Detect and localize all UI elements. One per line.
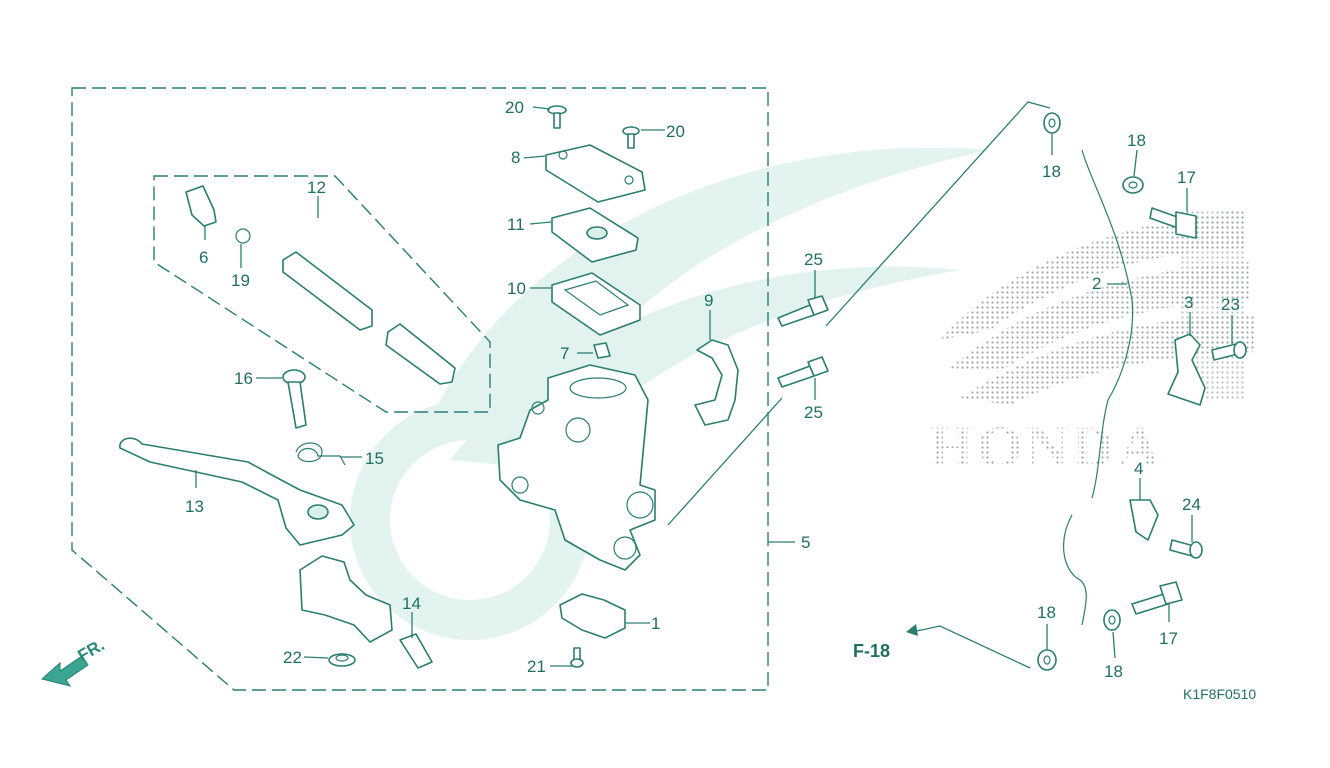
bolt-25-upper — [777, 295, 829, 327]
lever-spring — [295, 442, 346, 466]
callout-14: 14 — [402, 594, 421, 613]
callout-15: 15 — [365, 449, 384, 468]
callout-1: 1 — [651, 614, 660, 633]
callout-17-lower: 17 — [1159, 629, 1178, 648]
bolt-23 — [1211, 341, 1247, 361]
reservoir-cap — [545, 144, 646, 203]
callout-9: 9 — [704, 291, 713, 310]
callout-18-lower-right: 18 — [1104, 662, 1123, 681]
front-stop-switch — [559, 593, 626, 639]
bolt-24 — [1169, 539, 1203, 559]
callout-20-right: 20 — [666, 122, 685, 141]
assembly-5-outline — [71, 87, 769, 691]
banjo-17-lower — [1131, 581, 1183, 615]
ref-link-f18[interactable]: F-18 — [853, 641, 890, 661]
callout-24: 24 — [1182, 495, 1201, 514]
brake-hose-lower — [1063, 514, 1087, 626]
callout-18-lower-left: 18 — [1037, 603, 1056, 622]
brake-lever — [119, 437, 355, 546]
callout-5: 5 — [801, 533, 810, 552]
callout-21: 21 — [527, 657, 546, 676]
nut-22 — [328, 653, 356, 667]
hose-clamp-4 — [1129, 499, 1159, 541]
assembly-12-outline — [153, 175, 491, 413]
banjo-17-upper — [1149, 207, 1197, 239]
callout-23: 23 — [1221, 295, 1240, 314]
callout-22: 22 — [283, 648, 302, 667]
callout-18-top: 18 — [1042, 162, 1061, 181]
front-direction-arrow — [40, 655, 89, 687]
honda-wing-watermark — [940, 210, 1255, 405]
wing-gear-watermark — [350, 147, 990, 640]
ref-arrow — [906, 624, 918, 636]
washer-18-right — [1122, 176, 1144, 194]
washer-18-bottom-right — [1103, 609, 1121, 631]
callout-19: 19 — [231, 271, 250, 290]
callout-25-lower: 25 — [804, 403, 823, 422]
spring-14 — [399, 633, 433, 669]
callout-3: 3 — [1184, 293, 1193, 312]
piston — [282, 251, 373, 331]
callout-12: 12 — [307, 178, 326, 197]
screw-20-right — [622, 126, 640, 149]
piston-boot — [185, 185, 217, 227]
screw-20-top — [547, 105, 567, 129]
diagram-code: K1F8F0510 — [1183, 686, 1256, 702]
master-cylinder-holder — [694, 339, 739, 426]
callout-18-upper-right: 18 — [1127, 131, 1146, 150]
callout-17-upper: 17 — [1177, 168, 1196, 187]
washer-18-top — [1043, 112, 1061, 134]
screw-21 — [570, 647, 584, 668]
callout-10: 10 — [507, 279, 526, 298]
banjo-connection-line — [667, 397, 783, 526]
float-clip — [593, 342, 611, 359]
callout-13: 13 — [185, 497, 204, 516]
diaphragm — [551, 272, 641, 336]
lever-bracket — [299, 555, 393, 643]
hose-connection-line — [825, 101, 1051, 327]
leaders — [195, 106, 1233, 667]
callout-16: 16 — [234, 369, 253, 388]
callout-11: 11 — [507, 215, 525, 234]
callout-2: 2 — [1092, 274, 1101, 293]
callout-4: 4 — [1134, 459, 1143, 478]
callout-25-upper: 25 — [804, 250, 823, 269]
callout-20-top: 20 — [505, 98, 524, 117]
honda-logo-text: HONDA — [928, 414, 1164, 479]
hose-clamp-3 — [1167, 333, 1206, 406]
callout-6: 6 — [199, 248, 208, 267]
callout-7: 7 — [560, 344, 569, 363]
master-cylinder-body — [497, 364, 656, 571]
ref-connection-line — [911, 625, 1031, 669]
washer-18-bottom-left — [1037, 649, 1057, 671]
piston-spring — [385, 323, 456, 385]
circlip — [235, 228, 251, 244]
bolt-25-lower — [777, 356, 829, 388]
callout-8: 8 — [511, 148, 520, 167]
pivot-bolt — [282, 369, 307, 429]
brake-hose — [1081, 149, 1134, 499]
